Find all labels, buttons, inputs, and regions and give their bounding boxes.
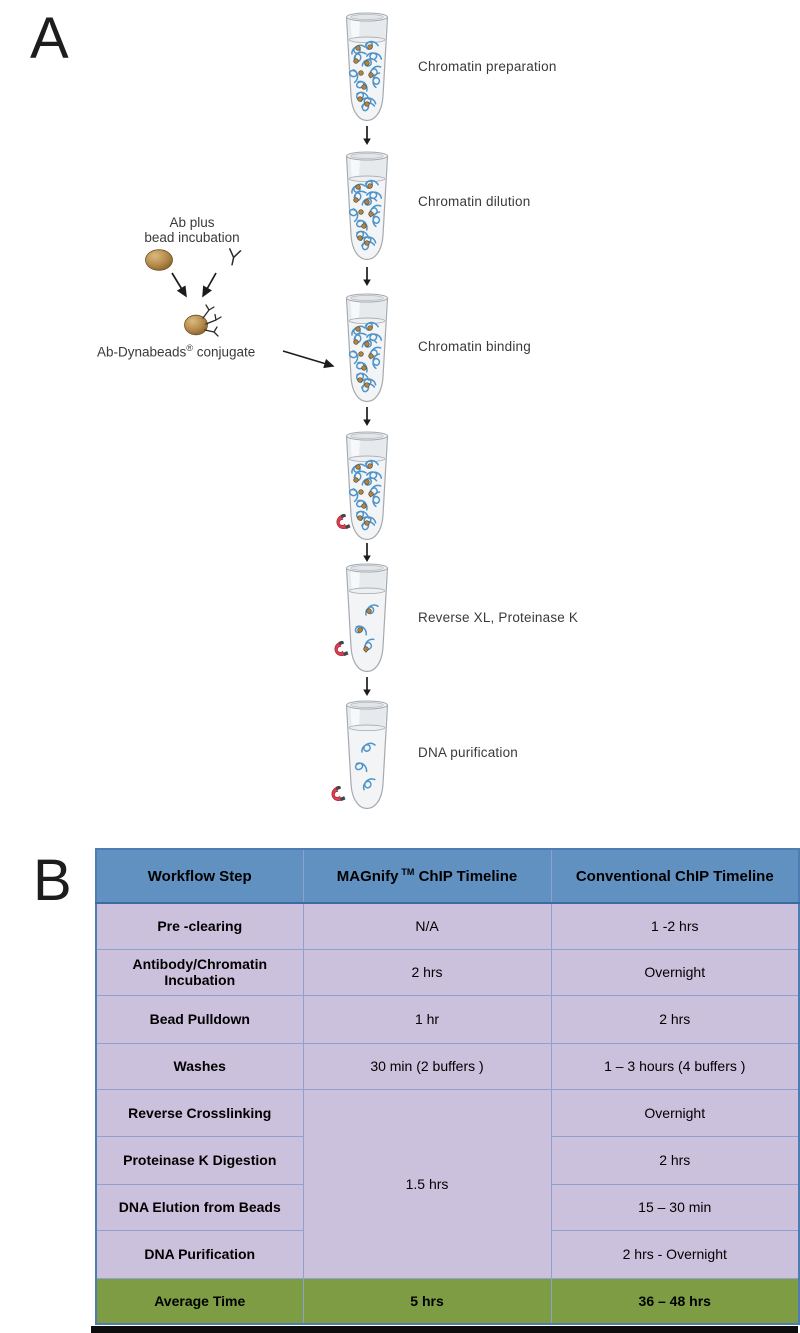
step-label-chromatin-dilution: Chromatin dilution [418,194,531,209]
table-cell: Bead Pulldown [95,994,304,1044]
table-row: Pre -clearing N/A 1 -2 hrs [95,902,800,950]
table-row: Reverse Crosslinking 1.5 hrs Overnight [95,1088,800,1279]
col-header-conventional-timeline: Conventional ChIP Timeline [550,848,800,904]
table-cell: DNA Elution from Beads [95,1183,304,1231]
conjugate-label: Ab-Dynabeads® conjugate [97,341,297,360]
pointer-arrow-icon [282,350,335,369]
step-label-chromatin-binding: Chromatin binding [418,339,531,354]
converging-arrows-icon [171,272,217,298]
table-row: DNA Purification 2 hrs - Overnight [95,1229,800,1279]
table-cell: Reverse Crosslinking [95,1088,304,1137]
table-cell: 2 hrs [550,994,800,1044]
table-row: Proteinase K Digestion 2 hrs [95,1135,800,1185]
bead-incubation-text: bead incubation [144,230,240,245]
tube-chromatin-preparation-icon [345,12,389,122]
panel-a-label: A [30,6,69,71]
table-cell: Overnight [550,1088,800,1137]
tube-chromatin-binding-icon [345,293,389,403]
table-cell: Overnight [550,948,800,996]
table-row: Antibody/Chromatin Incubation 2 hrs Over… [95,948,800,996]
table-cell-merged: 1.5 hrs [302,1088,552,1279]
table-cell: 15 – 30 min [550,1183,800,1231]
table-cell: 1 – 3 hours (4 buffers ) [550,1042,800,1090]
table-footer-row: Average Time 5 hrs 36 – 48 hrs [95,1277,800,1325]
table-row: DNA Elution from Beads 15 – 30 min [95,1183,800,1231]
step-label-reverse-xl: Reverse XL, Proteinase K [418,610,579,625]
table-cell: 2 hrs [302,948,552,996]
magnet-icon [333,514,351,532]
table-row: Washes 30 min (2 buffers ) 1 – 3 hours (… [95,1042,800,1090]
dynabead-icon [145,249,173,271]
step-label-dna-purification: DNA purification [418,745,518,760]
table-cell: 2 hrs [550,1135,800,1185]
ab-bead-incubation-label: Ab plus bead incubation [112,215,272,245]
table-cell: Proteinase K Digestion [95,1135,304,1185]
step-label-chromatin-preparation: Chromatin preparation [418,59,557,74]
down-arrow-icon [362,126,372,145]
table-cell: Washes [95,1042,304,1090]
table-cell: Antibody/Chromatin Incubation [95,948,304,996]
down-arrow-icon [362,677,372,696]
registered-mark: ® [186,343,193,353]
table-cell: Pre -clearing [95,902,304,950]
table-cell: 2 hrs - Overnight [550,1229,800,1279]
conjugate-text: Ab-Dynabeads [97,344,187,360]
down-arrow-icon [362,407,372,426]
table-row: Bead Pulldown 1 hr 2 hrs [95,994,800,1044]
down-arrow-icon [362,267,372,286]
table-cell: 1 hr [302,994,552,1044]
table-cell: 1 -2 hrs [550,902,800,950]
figure-bottom-rule [91,1326,798,1333]
table-cell: Average Time [95,1277,304,1325]
ab-dynabead-conjugate-icon [184,304,222,337]
table-cell: 30 min (2 buffers ) [302,1042,552,1090]
down-arrow-icon [362,543,372,562]
ab-plus-text: Ab plus [169,215,215,230]
antibody-icon [229,248,242,266]
table-cell: 36 – 48 hrs [550,1277,800,1325]
table-cell: DNA Purification [95,1229,304,1279]
tube-chromatin-dilution-icon [345,151,389,261]
tube-dna-purification-icon [345,700,389,810]
col-header-workflow-step: Workflow Step [95,848,304,904]
magnet-icon [328,786,346,804]
trademark-mark: TM [401,867,415,877]
magnet-icon [331,641,349,659]
panel-b-label: B [33,848,72,913]
table-cell: 5 hrs [302,1277,552,1325]
table-cell: N/A [302,902,552,950]
conjugate-text-suffix: conjugate [192,344,256,360]
